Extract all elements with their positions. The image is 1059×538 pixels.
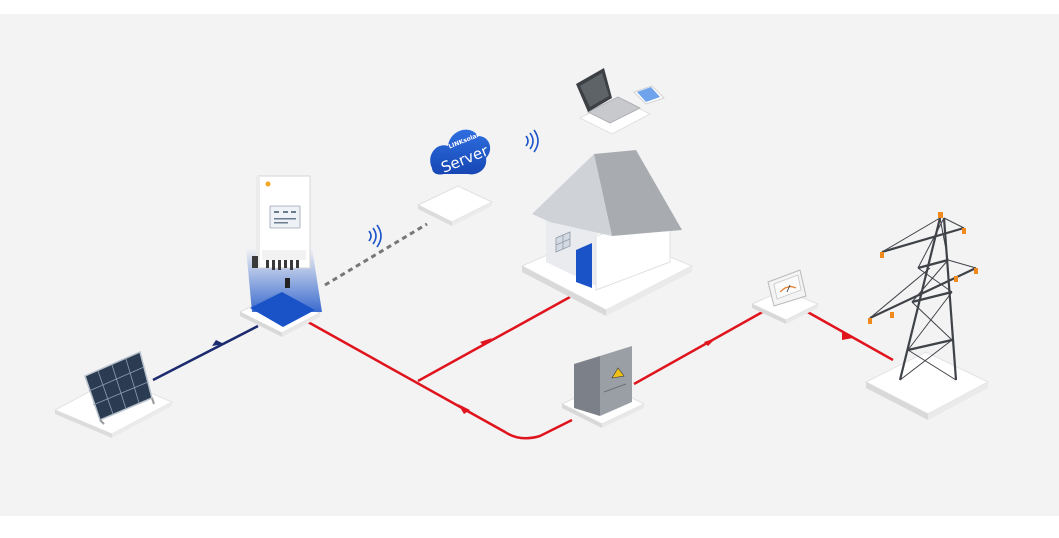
wifi-signal-icon (368, 224, 382, 248)
inverter-display (269, 205, 301, 229)
brand-logo (265, 181, 271, 187)
meter-to-pylon-line (803, 308, 894, 362)
power-pylon-icon (864, 212, 990, 420)
cloud-server-icon: LINKsolar Server (416, 129, 494, 226)
phone-icon (633, 85, 665, 105)
distribution-box-icon (560, 346, 646, 428)
dc-flow-arrow (212, 340, 224, 346)
hazard-sign (611, 367, 625, 379)
dc-line (152, 324, 259, 382)
house-icon (520, 150, 694, 316)
ac-flow-arrows (458, 332, 853, 414)
laptop-icon (576, 68, 652, 135)
data-link-line (324, 222, 428, 287)
solar-panel-icon (53, 350, 174, 438)
hybrid-inverter-icon (238, 175, 322, 337)
energy-meter-icon (750, 269, 820, 324)
house-door (576, 243, 592, 288)
inverter-to-box-line (307, 320, 573, 440)
box-to-meter-line (633, 308, 767, 386)
ac-lines (307, 295, 894, 440)
wifi-signal-icon (525, 129, 539, 153)
branch-to-house-line (417, 295, 571, 383)
